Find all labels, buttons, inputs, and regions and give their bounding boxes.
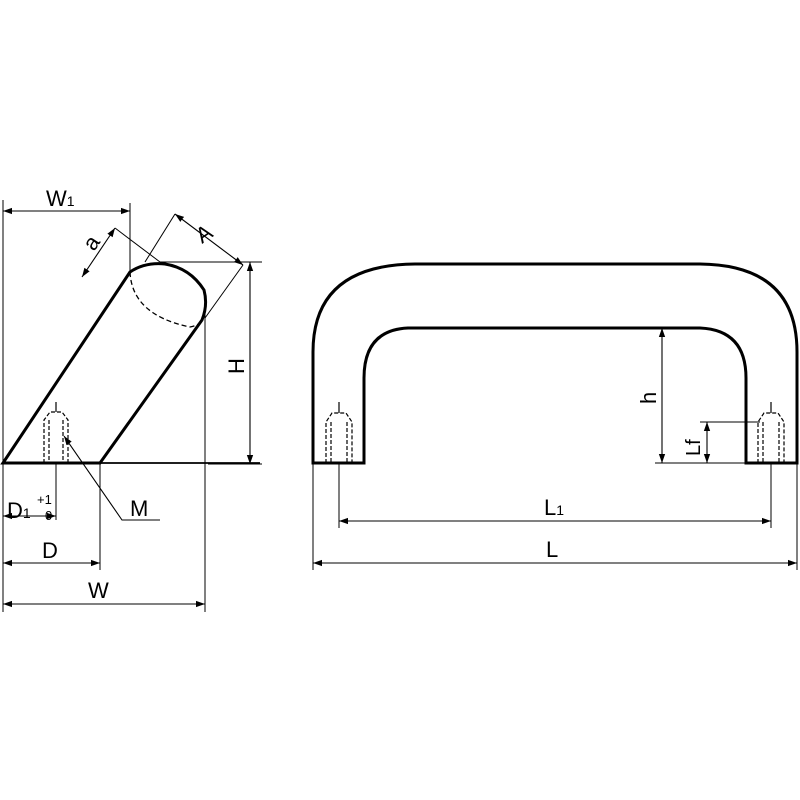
side-view	[0, 200, 262, 612]
front-thread-insert-left	[325, 402, 353, 463]
dim-a-lower-ext	[114, 227, 161, 263]
label-l1: L1	[544, 495, 564, 520]
end-hidden-edge	[129, 271, 203, 328]
label-m: M	[130, 496, 148, 521]
dim-a-upper-line	[174, 213, 244, 266]
label-d1-tol-plus: +1	[37, 492, 52, 507]
label-h-upper: H	[224, 358, 249, 374]
label-d1-tol-zero: 0	[45, 508, 52, 523]
label-l: L	[546, 537, 558, 562]
front-view	[311, 262, 799, 570]
side-thread-insert	[43, 402, 69, 463]
leader-m	[63, 435, 160, 521]
label-w: W	[88, 578, 109, 603]
label-a-upper: A	[191, 219, 217, 248]
dim-a-upper-ext2	[204, 264, 244, 319]
label-d: D	[42, 538, 58, 563]
dim-a-lower-line	[81, 227, 116, 278]
front-view-labels: h Lf L1 L	[544, 392, 705, 562]
label-h-lower: h	[636, 392, 661, 404]
label-lf: Lf	[683, 439, 705, 456]
label-w1: W1	[46, 186, 75, 211]
side-handle-outline	[0, 262, 208, 465]
label-a-lower: a	[77, 230, 105, 255]
label-d1: D1	[7, 498, 31, 523]
side-view-labels: W1 a A H D1 +1 0 D M W	[7, 186, 249, 603]
front-handle-outline	[311, 262, 799, 465]
front-thread-insert-right	[757, 402, 785, 463]
front-extension-lines	[312, 327, 798, 570]
dim-a-upper-ext	[144, 213, 176, 263]
